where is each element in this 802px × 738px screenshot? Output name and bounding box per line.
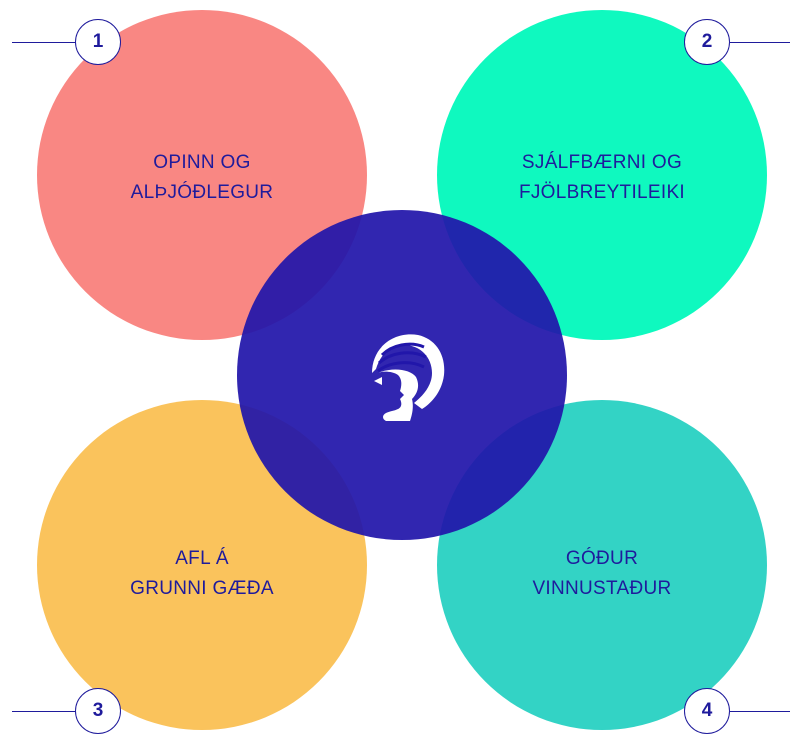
number-badge-3: 3	[75, 688, 121, 734]
circle-4-label-line-1: GÓÐUR	[565, 548, 639, 569]
circle-4-label: GÓÐUR VINNUSTAÐUR	[437, 544, 767, 604]
connector-line-4	[730, 711, 790, 712]
center-circle	[237, 210, 567, 540]
connector-line-1	[12, 42, 76, 43]
circle-1-label: OPINN OG ALÞJÓÐLEGUR	[37, 148, 367, 208]
circle-3-label: AFL Á GRUNNI GÆÐA	[37, 544, 367, 604]
circle-2-label: SJÁLFBÆRNI OG FJÖLBREYTILEIKI	[437, 148, 767, 208]
connector-line-2	[730, 42, 790, 43]
circle-1-label-line-1: OPINN OG	[153, 152, 251, 173]
number-badge-2: 2	[684, 19, 730, 65]
circle-2-label-line-1: SJÁLFBÆRNI OG	[521, 152, 683, 173]
circle-1-label-line-2: ALÞJÓÐLEGUR	[130, 182, 274, 203]
circle-3-label-line-2: GRUNNI GÆÐA	[130, 578, 274, 599]
circle-4-label-line-2: VINNUSTAÐUR	[532, 578, 672, 599]
number-badge-1: 1	[75, 19, 121, 65]
number-badge-4: 4	[684, 688, 730, 734]
circle-2-label-line-2: FJÖLBREYTILEIKI	[518, 182, 686, 203]
helmeted-head-logo-icon	[372, 334, 445, 421]
connector-line-3	[12, 711, 76, 712]
circle-3-label-line-1: AFL Á	[175, 548, 229, 569]
